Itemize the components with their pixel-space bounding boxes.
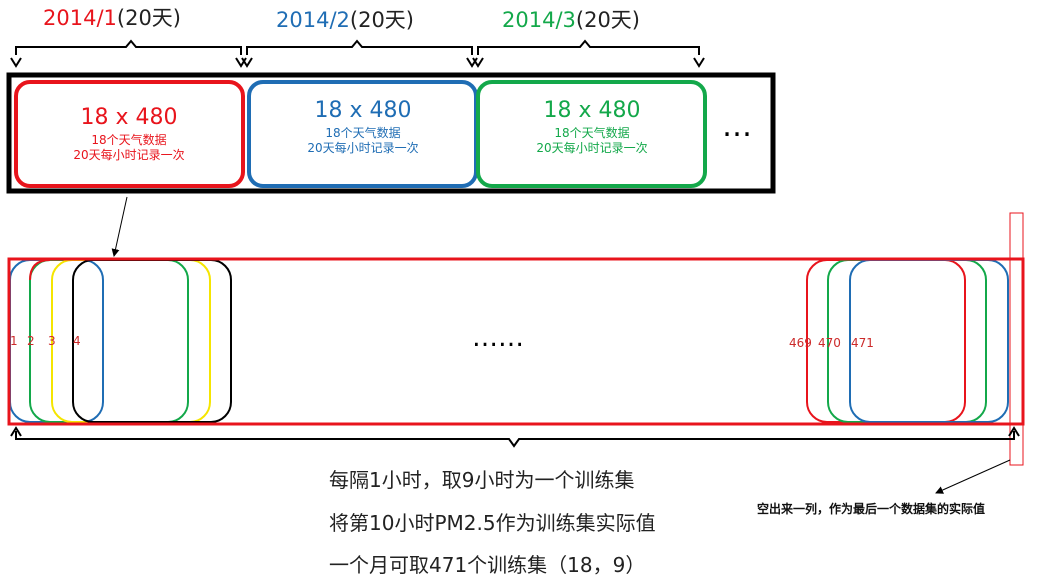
window-number-2: 2 [27, 334, 35, 348]
month-block-1 [14, 80, 245, 188]
note-line-2: 将第10小时PM2.5作为训练集实际值 [329, 511, 656, 535]
monthly-data-container [6, 72, 776, 194]
window-number-3: 3 [48, 334, 56, 348]
month-label-1: 2014/1(20天) [43, 6, 181, 30]
window-1 [9, 259, 104, 423]
block-2-line1: 18个天气数据 [325, 126, 401, 140]
block-1-line1: 18个天气数据 [91, 133, 167, 147]
window-number-469: 469 [789, 336, 812, 350]
more-months-ellipsis: … [722, 109, 752, 144]
block-3-title: 18 x 480 [543, 98, 641, 123]
brace-month-2 [246, 39, 473, 55]
block-1-title: 18 x 480 [80, 105, 178, 130]
reserved-column [1009, 212, 1024, 466]
side-note-arrow [935, 459, 1011, 494]
block-3-line2: 20天每小时记录一次 [536, 141, 648, 155]
block-2-line2: 20天每小时记录一次 [307, 141, 419, 155]
window-number-471: 471 [851, 336, 874, 350]
block-2-title: 18 x 480 [314, 98, 412, 123]
month-block-3 [476, 80, 707, 188]
note-line-3: 一个月可取471个训练集（18，9） [329, 553, 646, 577]
window-number-4: 4 [73, 334, 81, 348]
windows-ellipsis: …… [472, 323, 524, 353]
side-note: 空出来一列，作为最后一个数据集的实际值 [757, 502, 986, 516]
brace-month-3 [477, 39, 700, 55]
block-1-line2: 20天每小时记录一次 [73, 148, 185, 162]
month-label-2: 2014/2(20天) [276, 8, 414, 32]
block-3-line1: 18个天气数据 [554, 126, 630, 140]
window-number-1: 1 [10, 334, 18, 348]
expand-arrow [111, 196, 128, 257]
bottom-brace [15, 431, 1015, 448]
window-number-470: 470 [818, 336, 841, 350]
brace-month-1 [15, 39, 242, 55]
note-line-1: 每隔1小时，取9小时为一个训练集 [329, 468, 635, 492]
month-label-3: 2014/3(20天) [502, 8, 640, 32]
window-4 [72, 259, 232, 423]
